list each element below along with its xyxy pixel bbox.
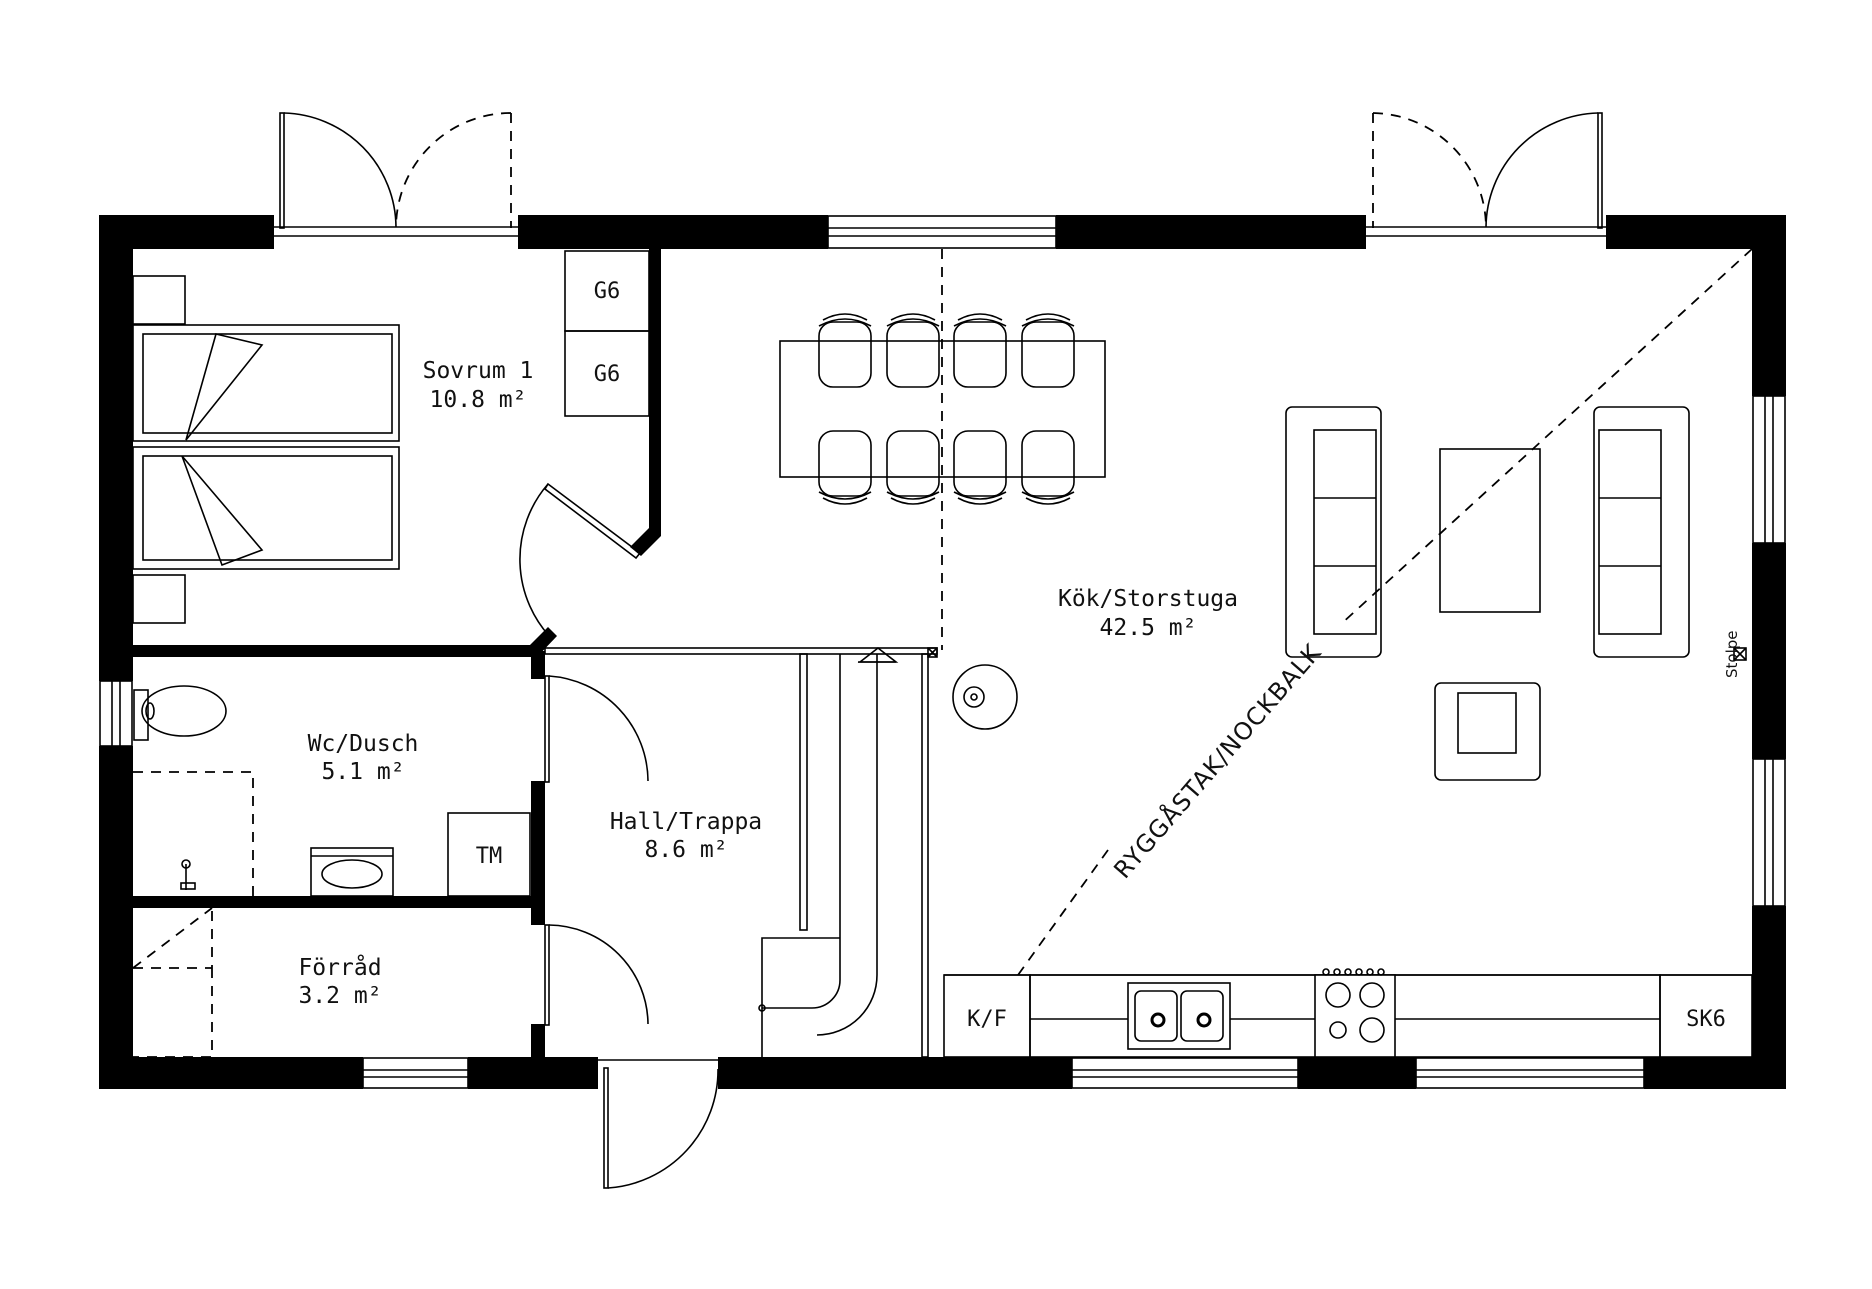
- window-bottom-forrad: [362, 1057, 469, 1089]
- door-top-right: [1366, 112, 1606, 237]
- room-area-wc: 5.1 m²: [321, 759, 404, 785]
- washbasin: [310, 847, 394, 897]
- wardrobes: G6 G6: [564, 250, 650, 417]
- post-label: Stolpe: [1723, 631, 1741, 679]
- window-bottom-kitchen-2: [1415, 1057, 1645, 1089]
- nightstand-bottom: [132, 574, 186, 624]
- dining-chairs: [818, 313, 1075, 505]
- shower-area: [133, 771, 254, 896]
- sofa-left: [1285, 406, 1382, 658]
- dining-chair: [818, 430, 872, 505]
- toilet: [133, 685, 227, 741]
- room-name-forrad: Förråd: [298, 953, 381, 981]
- hob-knob: [1322, 968, 1330, 976]
- dining-chair: [818, 313, 872, 388]
- dining-set: [779, 313, 1106, 505]
- hob-knob: [1333, 968, 1341, 976]
- door-wc: [544, 675, 649, 783]
- hob-knobs: [1322, 968, 1385, 976]
- stairs: [758, 646, 938, 1057]
- room-area-kok: 42.5 m²: [1100, 615, 1197, 641]
- wardrobe-label: G6: [594, 279, 621, 304]
- dining-chair: [953, 430, 1007, 505]
- room-name-sovrum: Sovrum 1: [423, 358, 534, 384]
- nightstand-top: [132, 275, 186, 325]
- dining-chair: [1021, 313, 1075, 388]
- door-entrance: [598, 1059, 719, 1189]
- cabinet-label: SK6: [1686, 1007, 1726, 1032]
- armchair: [1434, 682, 1541, 781]
- room-area-forrad: 3.2 m²: [298, 983, 381, 1009]
- dining-chair: [953, 313, 1007, 388]
- window-left-wc: [99, 680, 133, 747]
- sofa-right: [1593, 406, 1690, 658]
- exterior-walls: [99, 215, 1786, 1089]
- room-labels: Sovrum 1 10.8 m² Kök/Storstuga 42.5 m² W…: [298, 358, 1238, 1009]
- living-furniture: [952, 406, 1690, 781]
- dining-chair: [886, 430, 940, 505]
- ridge-lines: RYGGÅSTAK/NOCKBALK: [941, 248, 1753, 976]
- bed-upper: [132, 324, 400, 442]
- dining-chair: [1021, 430, 1075, 505]
- room-area-hall: 8.6 m²: [644, 837, 727, 863]
- window-bottom-kitchen-1: [1071, 1057, 1299, 1089]
- sink: [1127, 982, 1231, 1050]
- window-right-upper: [1752, 395, 1786, 544]
- fridge-freezer-label: K/F: [967, 1007, 1007, 1032]
- bedroom-furniture: G6 G6: [132, 250, 650, 624]
- kitchen: K/F SK6: [943, 968, 1753, 1058]
- door-bedroom: [519, 482, 642, 641]
- room-name-wc: Wc/Dusch: [308, 731, 419, 757]
- hob: [1314, 968, 1396, 1058]
- bed-lower: [132, 446, 400, 570]
- doors: [274, 112, 1606, 1189]
- window-top-dining: [827, 215, 1057, 249]
- wc-fixtures: TM: [133, 685, 531, 897]
- wardrobe-label: G6: [594, 362, 621, 387]
- hob-knob: [1366, 968, 1374, 976]
- hob-knob: [1344, 968, 1352, 976]
- room-name-kok: Kök/Storstuga: [1058, 586, 1238, 612]
- stove-round: [952, 664, 1018, 730]
- room-name-hall: Hall/Trappa: [610, 809, 762, 835]
- room-area-sovrum: 10.8 m²: [430, 387, 527, 413]
- hob-knob: [1377, 968, 1385, 976]
- interior-walls: [133, 249, 938, 1058]
- coffee-table: [1439, 448, 1541, 613]
- cabinet: [1659, 974, 1753, 1058]
- ridge-beam-label: RYGGÅSTAK/NOCKBALK: [1108, 638, 1328, 884]
- washing-machine-label: TM: [476, 844, 503, 869]
- hob-knob: [1355, 968, 1363, 976]
- shower-tap: [180, 859, 196, 890]
- dining-chair: [886, 313, 940, 388]
- door-top-left: [274, 112, 518, 237]
- post-marker: Stolpe: [1723, 631, 1747, 679]
- windows: [99, 215, 1786, 1089]
- washing-machine: TM: [447, 812, 531, 897]
- storage-shelf: [132, 907, 213, 1058]
- window-right-lower: [1752, 758, 1786, 907]
- door-forrad: [544, 924, 649, 1026]
